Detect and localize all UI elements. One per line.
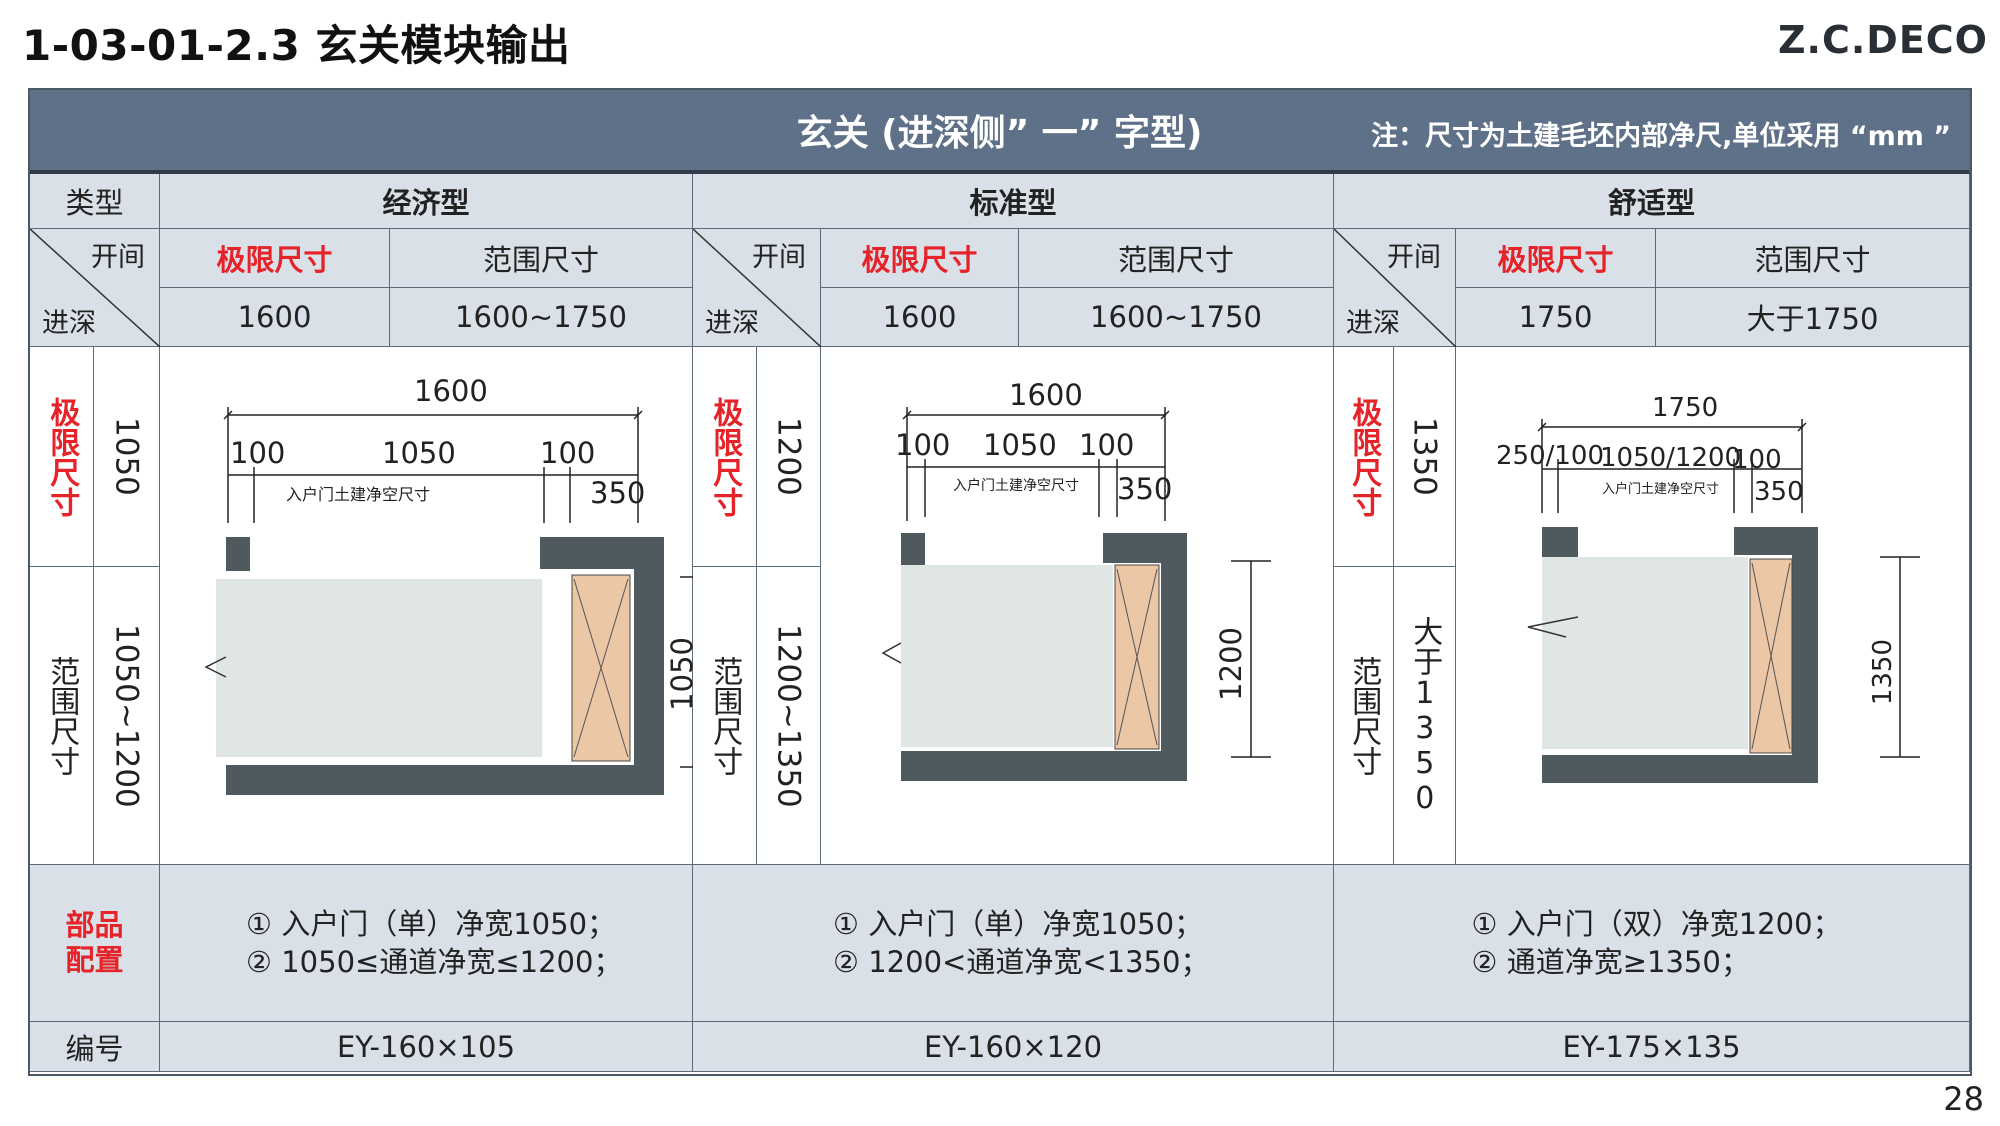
door-clearance-label: 入户门土建净空尺寸 [1602,482,1720,497]
plan-drawing [204,407,693,795]
floor-plan-standard: 1600 100 1050 100 入户门土建净空尺寸 350 1200 [821,347,1334,865]
overall-width-label: 1750 [1652,393,1719,423]
door-width-label: 1050 [382,436,456,470]
diag-line [693,229,821,347]
code-standard: EY-160×120 [693,1022,1334,1072]
code-label: 编号 [30,1022,160,1072]
limit-depth-economy: 1050 [94,347,160,567]
range-depth-standard: 1200~1350 [757,567,821,865]
limit-side-label-standard: 极限尺寸 [693,347,757,567]
parts-comfort: ① 入户门（双）净宽1200； ② 通道净宽≥1350； [1334,865,1970,1022]
limit-header-standard: 极限尺寸 [821,229,1019,288]
limit-header-economy: 极限尺寸 [160,229,390,288]
range-depth-economy: 1050~1200 [94,567,160,865]
limit-header-comfort: 极限尺寸 [1456,229,1656,288]
type-standard: 标准型 [693,174,1334,229]
left-wall-label: 100 [230,436,286,470]
left-wall-label: 100 [895,428,951,462]
parts-standard: ① 入户门（单）净宽1050； ② 1200<通道净宽<1350； [693,865,1334,1022]
corridor-depth-label: 1050 [665,637,699,711]
brand-logo: Z.C.DECO [1777,18,1988,62]
range-header-standard: 范围尺寸 [1019,229,1334,288]
door-width-label: 1050/1200 [1600,443,1742,473]
page-number: 28 [1943,1080,1984,1118]
kaijian-label: 开间 [752,242,806,273]
parts-label: 部品配置 [30,865,160,1022]
overall-width-label: 1600 [414,374,488,408]
floor-plan-economy: 1600 100 1050 100 入户门土建净空尺寸 350 1050 [160,347,699,865]
banner-title: 玄关 (进深侧” 一” 字型) [796,113,1203,154]
overall-width-label: 1600 [1009,378,1083,412]
floor-plan-comfort: 1750 250/100 1050/1200 100 入户门土建净空尺寸 350… [1456,347,1970,865]
limit-depth-comfort: 1350 [1394,347,1456,567]
banner-note: 注：尺寸为土建毛坯内部净尺,单位采用 “mm ” [1371,121,1951,152]
jinshen-label: 进深 [705,308,759,339]
page-title: 1-03-01-2.3 玄关模块输出 [22,21,571,70]
diag-header-standard: 开间 进深 [693,229,821,347]
limit-width-economy: 1600 [160,288,390,347]
diag-line [30,229,160,347]
limit-side-label-economy: 极限尺寸 [30,347,94,567]
jinshen-label: 进深 [1346,308,1400,339]
code-comfort: EY-175×135 [1334,1022,1970,1072]
plan-drawing [1527,419,1920,783]
right-wall-label: 100 [1079,428,1135,462]
module-table: 玄关 (进深侧” 一” 字型) 注：尺寸为土建毛坯内部净尺,单位采用 “mm ”… [28,88,1972,1076]
type-economy: 经济型 [160,174,693,229]
kaijian-label: 开间 [1387,242,1441,273]
range-side-label-economy: 范围尺寸 [30,567,94,865]
diag-line [1334,229,1456,347]
parts-economy: ① 入户门（单）净宽1050； ② 1050≤通道净宽≤1200； [160,865,693,1022]
type-label: 类型 [30,174,160,229]
cabinet-depth-label: 350 [1117,472,1173,506]
right-wall-label: 100 [540,436,596,470]
door-clearance-label: 入户门土建净空尺寸 [286,485,431,504]
range-depth-comfort: 大于1350 [1394,567,1456,865]
range-width-standard: 1600~1750 [1019,288,1334,347]
limit-side-label-comfort: 极限尺寸 [1334,347,1394,567]
range-width-comfort: 大于1750 [1656,288,1970,347]
limit-width-comfort: 1750 [1456,288,1656,347]
door-clearance-label: 入户门土建净空尺寸 [953,478,1079,494]
corridor-depth-label: 1350 [1868,639,1898,706]
corridor-depth-label: 1200 [1214,627,1248,701]
range-width-economy: 1600~1750 [390,288,693,347]
jinshen-label: 进深 [42,308,96,339]
code-economy: EY-160×105 [160,1022,693,1072]
limit-width-standard: 1600 [821,288,1019,347]
kaijian-label: 开间 [91,242,145,273]
left-wall-label: 250/100 [1496,441,1605,471]
diag-header-comfort: 开间 进深 [1334,229,1456,347]
range-side-label-standard: 范围尺寸 [693,567,757,865]
diag-header-economy: 开间 进深 [30,229,160,347]
cabinet-depth-label: 350 [590,476,646,510]
cabinet-depth-label: 350 [1754,477,1804,507]
range-header-economy: 范围尺寸 [390,229,693,288]
table-banner: 玄关 (进深侧” 一” 字型) 注：尺寸为土建毛坯内部净尺,单位采用 “mm ” [30,90,1970,174]
limit-depth-standard: 1200 [757,347,821,567]
plan-drawing [881,407,1271,781]
range-side-label-comfort: 范围尺寸 [1334,567,1394,865]
right-wall-label: 100 [1732,445,1782,475]
door-width-label: 1050 [983,428,1057,462]
range-header-comfort: 范围尺寸 [1656,229,1970,288]
type-comfort: 舒适型 [1334,174,1970,229]
